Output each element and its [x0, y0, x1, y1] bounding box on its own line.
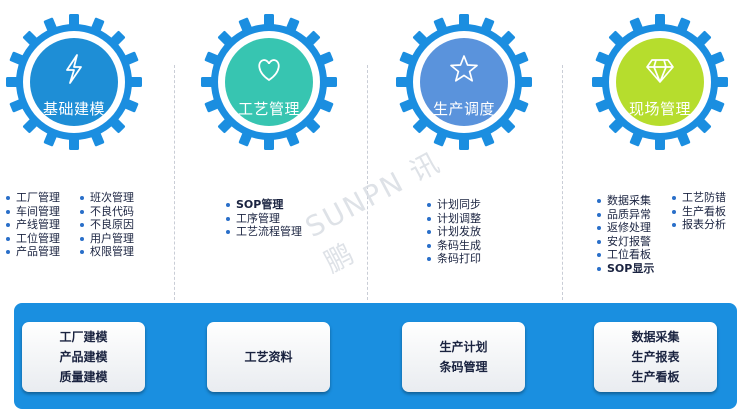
list-item: 生产看板 [670, 205, 726, 219]
list-item: 不良代码 [78, 205, 134, 219]
gear-site-management: 现场管理 [590, 12, 730, 152]
module-production-scheduling: 生产调度 [394, 0, 554, 300]
card-line: 生产计划 [439, 340, 488, 354]
separator [367, 65, 368, 300]
module-site-management: 现场管理 [590, 0, 750, 300]
list-item: 工艺流程管理 [224, 225, 302, 239]
feature-list: SOP管理 工序管理 工艺流程管理 [224, 198, 302, 239]
list-item: SOP管理 [224, 198, 302, 212]
separator [562, 65, 563, 300]
list-item: 工位管理 [4, 232, 60, 246]
list-item: 计划调整 [425, 212, 481, 226]
module-title: 工艺管理 [237, 100, 300, 118]
list-item: 计划发放 [425, 225, 481, 239]
star-icon [450, 55, 478, 82]
card-site-management: 数据采集 生产报表 生产看板 [594, 322, 717, 392]
list-item: 产品管理 [4, 245, 60, 259]
card-line: 工厂建模 [59, 330, 108, 344]
card-line: 生产看板 [631, 370, 680, 384]
list-item: 用户管理 [78, 232, 134, 246]
gear-process-management: 工艺管理 [199, 12, 339, 152]
list-item: 车间管理 [4, 205, 60, 219]
card-line: 质量建模 [59, 370, 108, 384]
list-item: 班次管理 [78, 191, 134, 205]
card-line: 工艺资料 [244, 350, 293, 364]
list-item: 条码打印 [425, 252, 481, 266]
module-title: 基础建模 [42, 100, 105, 118]
list-item: SOP显示 [595, 262, 654, 276]
list-item: 工厂管理 [4, 191, 60, 205]
module-title: 现场管理 [628, 100, 691, 118]
card-process-management: 工艺资料 [207, 322, 330, 392]
list-item: 不良原因 [78, 218, 134, 232]
gear-icon [396, 14, 532, 150]
list-item: 数据采集 [595, 194, 654, 208]
list-item: 条码生成 [425, 239, 481, 253]
feature-list: 数据采集 品质异常 返修处理 安灯报警 工位看板 SOP显示 [595, 194, 654, 276]
card-line: 条码管理 [439, 360, 488, 374]
separator [174, 65, 175, 300]
module-basic-modeling: 基础建模 [4, 0, 164, 300]
list-item: 工序管理 [224, 212, 302, 226]
gear-icon [592, 14, 728, 150]
card-line: 生产报表 [631, 350, 680, 364]
gear-icon [6, 14, 142, 150]
feature-list: 计划同步 计划调整 计划发放 条码生成 条码打印 [425, 198, 481, 266]
module-process-management: 工艺管理 [199, 0, 359, 300]
lightning-icon [66, 54, 82, 84]
card-line: 数据采集 [631, 330, 680, 344]
gear-icon [201, 14, 337, 150]
gear-production-scheduling: 生产调度 [394, 12, 534, 152]
feature-list: 班次管理 不良代码 不良原因 用户管理 权限管理 [78, 191, 134, 259]
list-item: 报表分析 [670, 218, 726, 232]
card-basic-modeling: 工厂建模 产品建模 质量建模 [22, 322, 145, 392]
list-item: 权限管理 [78, 245, 134, 259]
list-item: 返修处理 [595, 221, 654, 235]
list-item: 品质异常 [595, 208, 654, 222]
feature-list: 工厂管理 车间管理 产线管理 工位管理 产品管理 [4, 191, 60, 259]
module-title: 生产调度 [432, 100, 495, 118]
card-production-scheduling: 生产计划 条码管理 [402, 322, 525, 392]
list-item: 工艺防错 [670, 191, 726, 205]
heart-icon [258, 59, 280, 82]
list-item: 安灯报警 [595, 235, 654, 249]
list-item: 工位看板 [595, 248, 654, 262]
diamond-icon [646, 59, 674, 83]
list-item: 计划同步 [425, 198, 481, 212]
list-item: 产线管理 [4, 218, 60, 232]
card-line: 产品建模 [59, 350, 108, 364]
feature-list: 工艺防错 生产看板 报表分析 [670, 191, 726, 232]
gear-basic-modeling: 基础建模 [4, 12, 144, 152]
